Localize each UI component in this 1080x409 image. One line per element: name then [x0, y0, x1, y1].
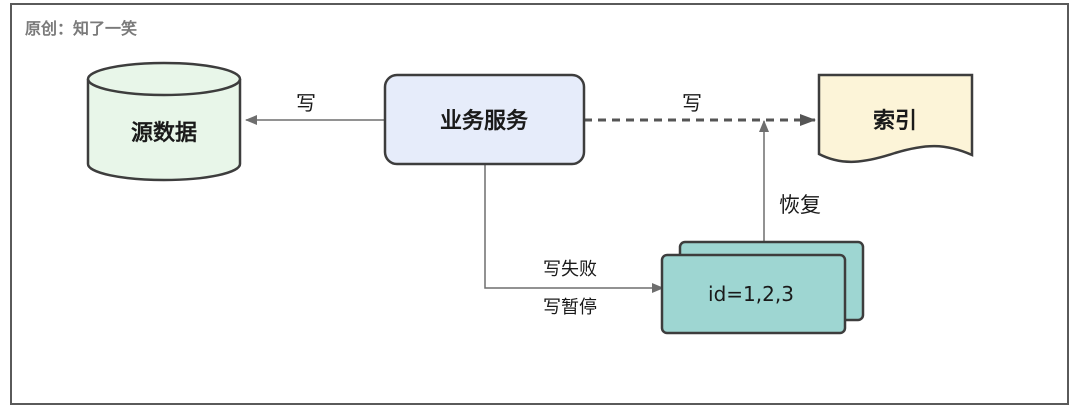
- edge-label-write-failed: 写失败: [543, 259, 597, 280]
- edge-label-recover: 恢复: [779, 193, 821, 217]
- edge-label-write-source: 写: [296, 91, 316, 115]
- node-business-service: 业务服务: [383, 73, 586, 166]
- database-cylinder-top: [86, 61, 242, 97]
- document-shape: [817, 73, 974, 164]
- node-source-data: 源数据: [86, 61, 242, 182]
- node-label-failure-queue: id=1,2,3: [708, 282, 794, 306]
- queue-card-front: [660, 253, 847, 335]
- edge-service-to-queue: [484, 164, 664, 293]
- service-box: [383, 73, 586, 166]
- database-cylinder-body: [86, 79, 242, 182]
- watermark-text: 原创：知了一笑: [25, 19, 137, 38]
- node-label-index: 索引: [873, 109, 917, 134]
- node-label-source-data: 源数据: [131, 120, 197, 146]
- node-index: 索引: [817, 73, 974, 164]
- node-label-business-service: 业务服务: [440, 109, 529, 134]
- edge-label-write-index: 写: [682, 91, 702, 115]
- node-failure-queue: id=1,2,3: [660, 240, 865, 335]
- edge-label-write-paused: 写暂停: [543, 297, 597, 318]
